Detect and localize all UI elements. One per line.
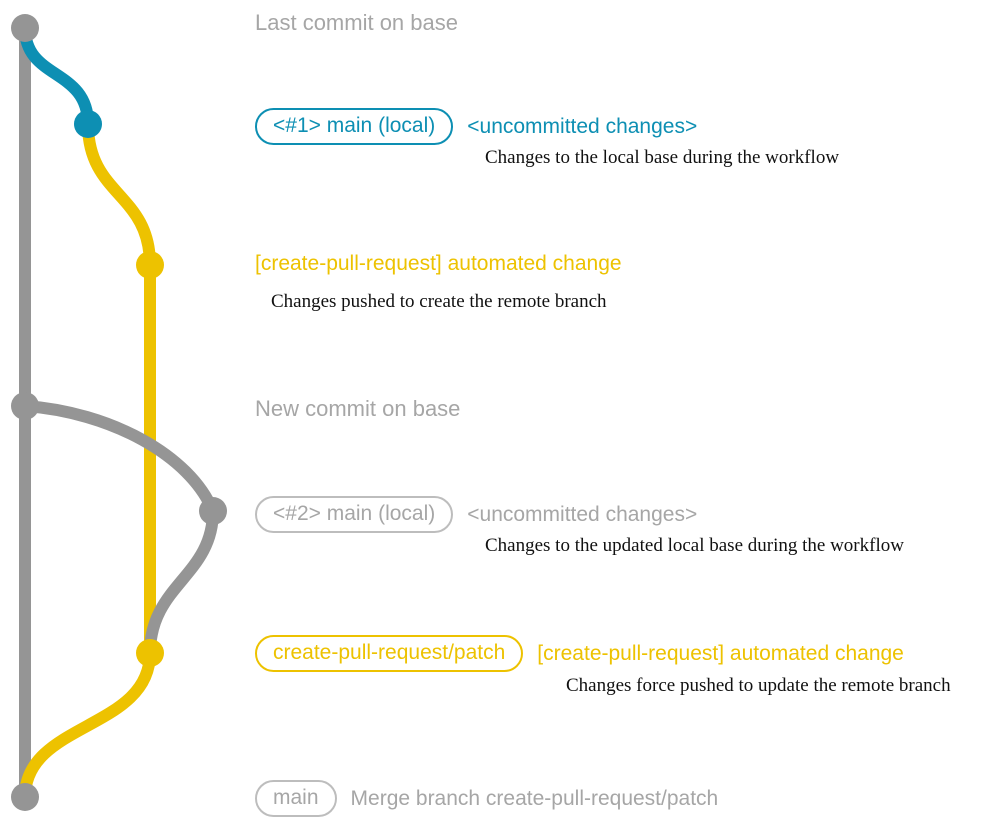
commit-caption-automated-push-1: Changes pushed to create the remote bran… [271, 291, 607, 312]
edge-base-to-local-2 [19, 400, 219, 517]
ref-badge-main-local-2[interactable]: <#2> main (local) [255, 496, 454, 533]
ref-badge-main[interactable]: main [255, 780, 337, 817]
commit-row-local-commit-2: <#2> main (local) <uncommitted changes> [255, 496, 697, 533]
commit-row-merge-commit: main Merge branch create-pull-request/pa… [255, 780, 718, 817]
commit-node-merge-commit[interactable] [11, 783, 39, 811]
commit-caption-local-commit-1: Changes to the local base during the wor… [485, 147, 840, 168]
commit-caption-automated-push-2: Changes force pushed to update the remot… [566, 675, 951, 696]
commit-subject-merge-commit: Merge branch create-pull-request/patch [350, 787, 719, 810]
commit-node-base-head[interactable] [11, 14, 39, 42]
commit-row-automated-push-2: create-pull-request/patch [create-pull-r… [255, 635, 904, 672]
commit-caption-local-commit-2: Changes to the updated local base during… [485, 535, 904, 556]
ref-badge-main-local-1[interactable]: <#1> main (local) [255, 108, 454, 145]
commit-subject-local-commit-2: <uncommitted changes> [467, 503, 698, 526]
edge-automated-2-to-merge [19, 647, 156, 803]
commit-label-new-commit-on-base: New commit on base [255, 396, 461, 421]
commit-node-local-commit-1[interactable] [74, 110, 102, 138]
edge-base-to-local-1 [19, 22, 94, 130]
edge-local-1-to-automated-1 [82, 118, 156, 271]
commit-subject-local-commit-1: <uncommitted changes> [467, 115, 698, 138]
commit-subject-automated-push-2: [create-pull-request] automated change [537, 642, 904, 665]
commit-node-local-commit-2[interactable] [199, 497, 227, 525]
ref-badge-create-pull-request-patch[interactable]: create-pull-request/patch [255, 635, 524, 672]
commit-row-local-commit-1: <#1> main (local) <uncommitted changes> [255, 108, 697, 145]
commit-subject-automated-push-1: [create-pull-request] automated change [255, 252, 622, 275]
commit-node-automated-push-1[interactable] [136, 251, 164, 279]
edge-local-2-to-automated-2 [144, 505, 219, 659]
commit-label-last-commit-on-base: Last commit on base [255, 10, 458, 35]
commit-node-base-new-commit[interactable] [11, 392, 39, 420]
commit-node-automated-push-2[interactable] [136, 639, 164, 667]
